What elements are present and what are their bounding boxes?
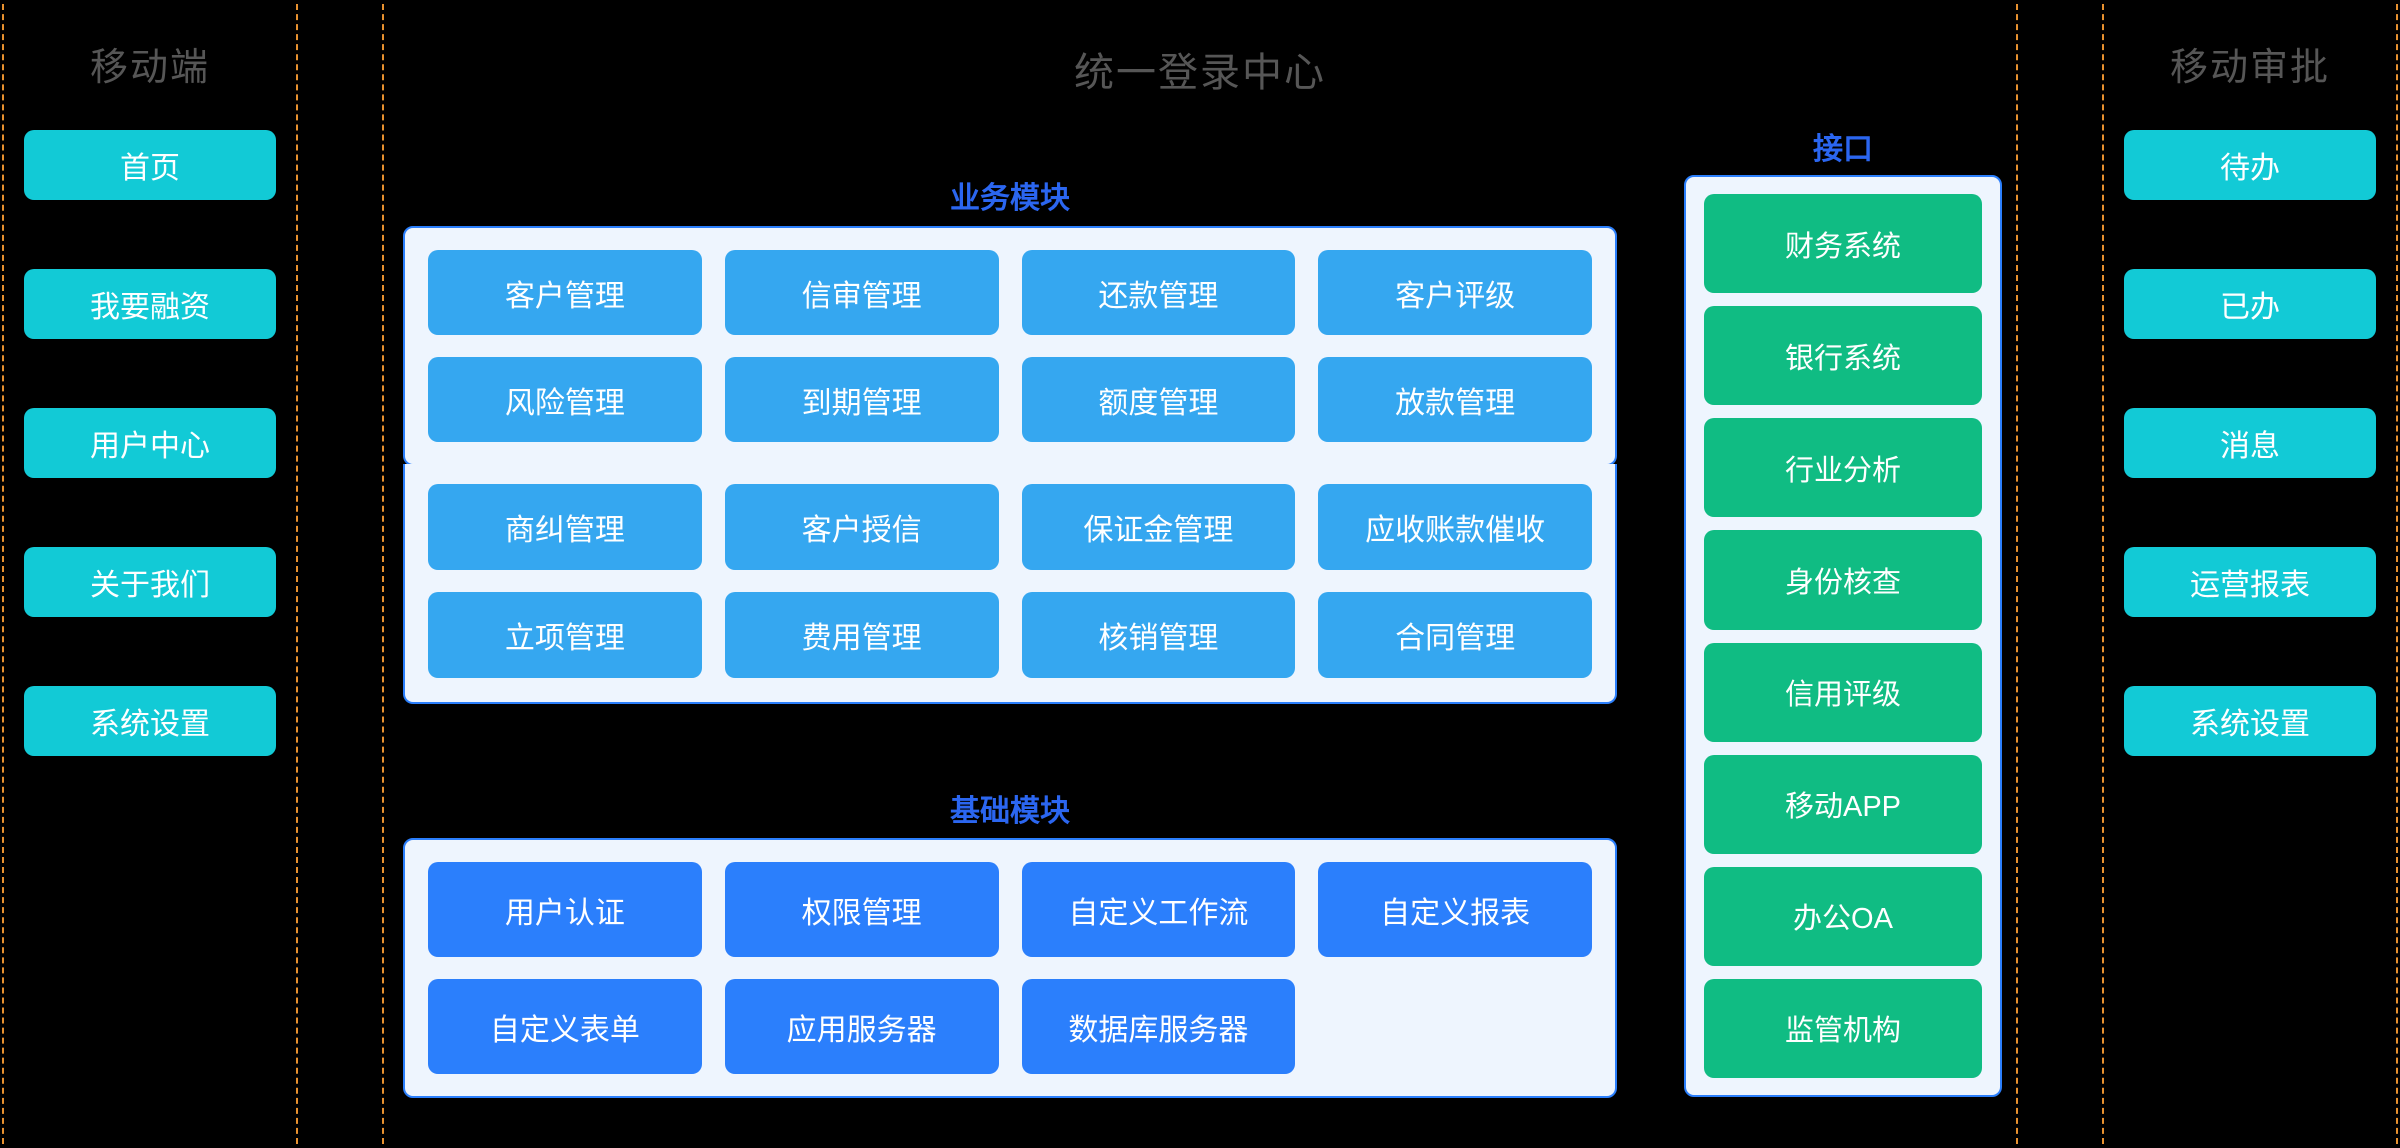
business-module-section-label: 业务模块 bbox=[950, 182, 1070, 215]
mobile-nav-item-home[interactable]: 首页 bbox=[24, 130, 276, 200]
approval-nav-item-done[interactable]: 已办 bbox=[2124, 269, 2376, 339]
business-module-expense-management[interactable]: 费用管理 bbox=[724, 592, 999, 678]
business-module-receivables-collection[interactable]: 应收账款催收 bbox=[1318, 484, 1592, 570]
business-module-card-panel-lower: 商纠管理 客户授信 保证金管理 应收账款催收 立项管理 费用管理 核销管理 合同… bbox=[403, 464, 1617, 704]
business-module-deposit-management[interactable]: 保证金管理 bbox=[1021, 484, 1296, 570]
business-module-dispute-management[interactable]: 商纠管理 bbox=[428, 484, 702, 570]
mobile-panel-title: 移动端 bbox=[89, 47, 210, 89]
mobile-nav-item-financing[interactable]: 我要融资 bbox=[24, 269, 276, 339]
mobile-panel-nav-list: 首页 我要融资 用户中心 关于我们 系统设置 bbox=[24, 130, 276, 756]
interface-item-identity-verification[interactable]: 身份核查 bbox=[1704, 530, 1982, 630]
mobile-approval-nav-list: 待办 已办 消息 运营报表 系统设置 bbox=[2124, 130, 2376, 756]
business-module-loan-disbursement[interactable]: 放款管理 bbox=[1318, 357, 1592, 442]
base-module-application-server[interactable]: 应用服务器 bbox=[724, 979, 999, 1074]
interface-item-regulatory-agency[interactable]: 监管机构 bbox=[1704, 978, 1982, 1078]
business-module-maturity-management[interactable]: 到期管理 bbox=[724, 357, 999, 442]
approval-nav-item-messages[interactable]: 消息 bbox=[2124, 408, 2376, 478]
interface-item-finance-system[interactable]: 财务系统 bbox=[1704, 194, 1982, 294]
interface-list: 财务系统 银行系统 行业分析 身份核查 信用评级 移动APP 办公OA 监管机构 bbox=[1704, 194, 1982, 1078]
mobile-approval-panel: 移动审批 待办 已办 消息 运营报表 系统设置 bbox=[2102, 0, 2398, 1148]
interface-section-label: 接口 bbox=[1813, 133, 1873, 166]
business-module-repayment[interactable]: 还款管理 bbox=[1021, 250, 1296, 335]
mobile-panel: 移动端 首页 我要融资 用户中心 关于我们 系统设置 bbox=[2, 0, 298, 1148]
base-module-database-server[interactable]: 数据库服务器 bbox=[1021, 979, 1296, 1074]
mobile-nav-item-system-settings[interactable]: 系统设置 bbox=[24, 686, 276, 756]
business-module-customer-rating[interactable]: 客户评级 bbox=[1318, 250, 1592, 335]
business-module-grid: 客户管理 信审管理 还款管理 客户评级 风险管理 到期管理 额度管理 放款管理 bbox=[428, 250, 1592, 442]
base-module-user-authentication[interactable]: 用户认证 bbox=[428, 862, 702, 957]
interface-card-panel: 财务系统 银行系统 行业分析 身份核查 信用评级 移动APP 办公OA 监管机构 bbox=[1684, 175, 2002, 1097]
base-module-grid: 用户认证 权限管理 自定义工作流 自定义报表 自定义表单 应用服务器 数据库服务… bbox=[428, 862, 1592, 1074]
business-module-credit-review[interactable]: 信审管理 bbox=[724, 250, 999, 335]
base-module-custom-report[interactable]: 自定义报表 bbox=[1318, 862, 1592, 957]
base-module-grid-empty-slot bbox=[1318, 979, 1592, 1074]
interface-item-industry-analysis[interactable]: 行业分析 bbox=[1704, 418, 1982, 518]
business-module-grid-lower: 商纠管理 客户授信 保证金管理 应收账款催收 立项管理 费用管理 核销管理 合同… bbox=[428, 484, 1592, 678]
business-module-contract-management[interactable]: 合同管理 bbox=[1318, 592, 1592, 678]
base-module-custom-workflow[interactable]: 自定义工作流 bbox=[1021, 862, 1296, 957]
base-module-custom-form[interactable]: 自定义表单 bbox=[428, 979, 702, 1074]
interface-item-mobile-app[interactable]: 移动APP bbox=[1704, 754, 1982, 854]
mobile-approval-panel-title: 移动审批 bbox=[2169, 47, 2330, 89]
interface-item-credit-rating[interactable]: 信用评级 bbox=[1704, 642, 1982, 742]
business-module-quota-management[interactable]: 额度管理 bbox=[1021, 357, 1296, 442]
base-module-card-panel: 用户认证 权限管理 自定义工作流 自定义报表 自定义表单 应用服务器 数据库服务… bbox=[403, 838, 1617, 1098]
approval-nav-item-system-settings[interactable]: 系统设置 bbox=[2124, 686, 2376, 756]
business-module-project-initiation[interactable]: 立项管理 bbox=[428, 592, 702, 678]
business-module-customer-credit[interactable]: 客户授信 bbox=[724, 484, 999, 570]
approval-nav-item-todo[interactable]: 待办 bbox=[2124, 130, 2376, 200]
business-module-writeoff-management[interactable]: 核销管理 bbox=[1021, 592, 1296, 678]
business-module-customer-management[interactable]: 客户管理 bbox=[428, 250, 702, 335]
mobile-nav-item-user-center[interactable]: 用户中心 bbox=[24, 408, 276, 478]
interface-item-bank-system[interactable]: 银行系统 bbox=[1704, 306, 1982, 406]
interface-item-office-oa[interactable]: 办公OA bbox=[1704, 866, 1982, 966]
business-module-card-panel: 客户管理 信审管理 还款管理 客户评级 风险管理 到期管理 额度管理 放款管理 bbox=[403, 226, 1617, 466]
login-center-title: 统一登录中心 bbox=[1074, 51, 1326, 95]
base-module-permission-management[interactable]: 权限管理 bbox=[724, 862, 999, 957]
mobile-nav-item-about-us[interactable]: 关于我们 bbox=[24, 547, 276, 617]
approval-nav-item-operation-report[interactable]: 运营报表 bbox=[2124, 547, 2376, 617]
login-center-panel: 统一登录中心 bbox=[382, 0, 2018, 1148]
base-module-section-label: 基础模块 bbox=[950, 795, 1070, 828]
business-module-risk-management[interactable]: 风险管理 bbox=[428, 357, 702, 442]
